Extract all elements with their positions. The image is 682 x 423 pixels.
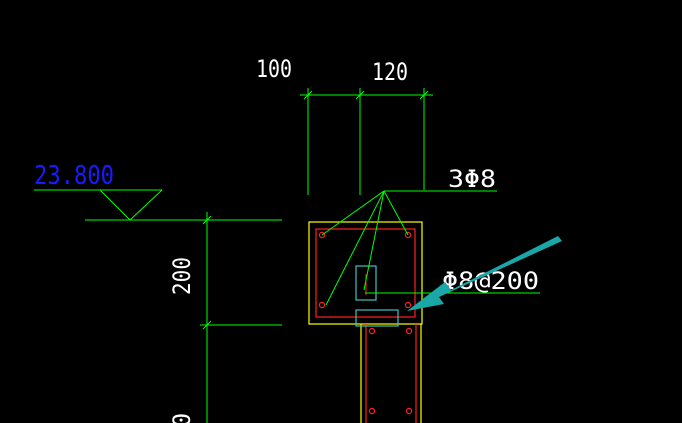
dim-label-200: 200 xyxy=(168,257,196,295)
leader-top-bar-right xyxy=(383,190,409,236)
top-tick-mid xyxy=(355,90,365,100)
side-tick-bottom xyxy=(202,320,212,330)
leader-lines xyxy=(321,190,540,306)
rebar-bottom-right[interactable] xyxy=(404,301,412,309)
leader-center xyxy=(363,190,385,291)
wall-bar-1[interactable] xyxy=(368,327,376,335)
wall-section[interactable] xyxy=(360,324,422,423)
selection-box-horizontal[interactable] xyxy=(355,309,399,327)
label-top-bars: 3Φ8 xyxy=(448,165,496,193)
beam-stirrup[interactable] xyxy=(315,228,416,318)
dim-label-120: 120 xyxy=(372,58,408,86)
annotation-arrow xyxy=(407,236,562,311)
dim-label-lower-cut: 0 xyxy=(168,413,196,423)
arrow-icon xyxy=(407,236,562,311)
top-tick-right xyxy=(419,90,429,100)
rebar-bottom-left[interactable] xyxy=(318,301,326,309)
leader-bottom-bar xyxy=(325,190,385,306)
rebar-top-left[interactable] xyxy=(318,231,326,239)
wall-bar-2[interactable] xyxy=(405,327,413,335)
wall-bar-3[interactable] xyxy=(368,407,376,415)
wall-bar-4[interactable] xyxy=(405,407,413,415)
side-tick-top xyxy=(202,215,212,225)
elevation-label: 23.800 xyxy=(34,161,114,191)
rebar-top-right[interactable] xyxy=(404,231,412,239)
dim-label-100: 100 xyxy=(256,55,292,83)
beam-section[interactable] xyxy=(308,221,423,325)
top-tick-left xyxy=(303,90,313,100)
leader-top-bar-left xyxy=(321,190,385,236)
elevation-symbol xyxy=(34,189,282,221)
top-dimension xyxy=(300,88,433,195)
elevation-triangle xyxy=(99,189,163,221)
beam-outline[interactable] xyxy=(308,221,423,325)
side-dimension xyxy=(200,212,282,423)
selection-box-vertical[interactable] xyxy=(355,265,377,301)
